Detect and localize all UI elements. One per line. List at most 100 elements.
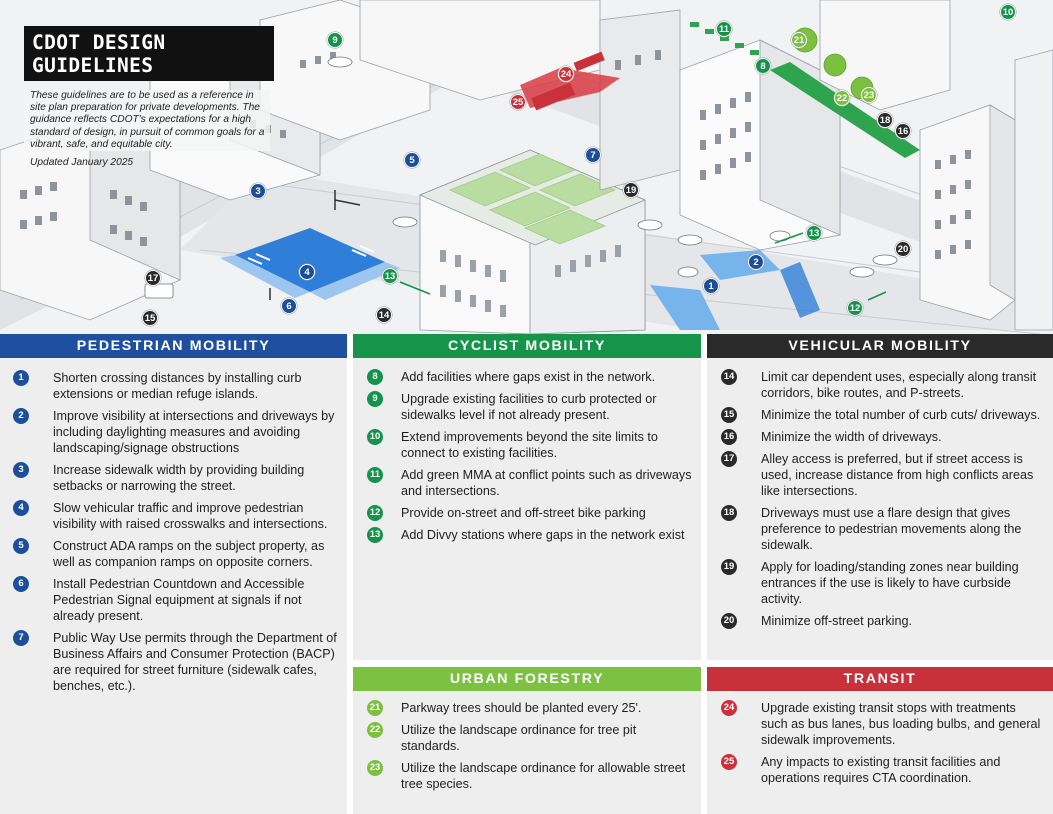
section-cyclist-mobility: CYCLIST MOBILITY 8 Add facilities where g… [353,334,701,660]
item-text: Alley access is preferred, but if street… [761,452,1034,498]
number-badge: 13 [367,527,383,543]
marker-22: 22 [834,90,850,106]
item-text: Apply for loading/standing zones near bu… [761,560,1019,606]
marker-9: 9 [327,32,343,48]
parked-cars [144,56,898,299]
marker-14: 14 [376,307,392,323]
item-text: Minimize off-street parking. [761,614,912,628]
item-text: Limit car dependent uses, especially alo… [761,370,1037,400]
bike-parking [399,232,887,301]
section-urban-forestry: URBAN FORESTRY 21 Parkway trees should be… [353,667,701,814]
number-badge: 21 [367,700,383,716]
section-header-cyclist: CYCLIST MOBILITY [353,334,701,358]
isometric-city-drawing [0,0,1053,334]
cyclist-list: 8 Add facilities where gaps exist in the … [353,358,701,543]
marker-24: 24 [558,66,574,82]
item-text: Upgrade existing facilities to curb prot… [401,392,657,422]
list-item: 9 Upgrade existing facilities to curb pro… [353,391,693,423]
updated-date: Updated January 2025 [30,157,134,169]
item-text: Utilize the landscape ordinance for allo… [401,761,686,791]
building-top-center [359,0,841,251]
number-badge: 20 [721,613,737,629]
marker-7: 7 [585,147,601,163]
intro-text: These guidelines are to be used as a ref… [24,90,270,152]
number-badge: 9 [367,391,383,407]
number-badge: 8 [367,369,383,385]
item-text: Upgrade existing transit stops with trea… [761,701,1041,747]
title-block: CDOT DESIGN GUIDELINES These guidelines … [24,26,274,168]
section-header-pedestrian: PEDESTRIAN MOBILITY [0,334,347,358]
bike-lane-green [770,62,920,158]
marker-4: 4 [299,264,315,280]
number-badge: 3 [13,462,29,478]
number-badge: 25 [721,754,737,770]
marker-25: 25 [510,94,526,110]
marker-5: 5 [404,152,420,168]
buildings-right [819,0,1053,331]
number-badge: 5 [13,538,29,554]
item-text: Add green MMA at conflict points such as… [401,468,692,498]
item-text: Driveways must use a flare design that g… [761,506,1022,552]
marker-23: 23 [861,87,877,103]
marker-1: 1 [703,278,719,294]
list-item: 11 Add green MMA at conflict points such … [353,467,693,499]
item-text: Extend improvements beyond the site limi… [401,430,658,460]
number-badge: 11 [367,467,383,483]
list-item: 7 Public Way Use permits through the Depa… [0,630,337,694]
list-item: 17 Alley access is preferred, but if stre… [707,451,1043,499]
section-header-vehicular: VEHICULAR MOBILITY [707,334,1053,358]
marker-10: 10 [1000,4,1016,20]
item-text: Construct ADA ramps on the subject prope… [53,539,325,569]
number-badge: 1 [13,370,29,386]
number-badge: 22 [367,722,383,738]
number-badge: 18 [721,505,737,521]
number-badge: 4 [13,500,29,516]
list-item: 21 Parkway trees should be planted every … [353,700,693,716]
item-text: Utilize the landscape ordinance for tree… [401,723,637,753]
item-text: Add facilities where gaps exist in the n… [401,370,656,384]
list-item: 18 Driveways must use a flare design that… [707,505,1043,553]
section-header-urban-forestry: URBAN FORESTRY [353,667,701,691]
section-header-transit: TRANSIT [707,667,1053,691]
item-text: Public Way Use permits through the Depar… [53,631,337,693]
number-badge: 17 [721,451,737,467]
list-item: 5 Construct ADA ramps on the subject prop… [0,538,337,570]
marker-20: 20 [895,241,911,257]
item-text: Slow vehicular traffic and improve pedes… [53,501,328,531]
marker-21: 21 [791,32,807,48]
bus-shelter [573,51,605,72]
item-text: Any impacts to existing transit faciliti… [761,755,1001,785]
list-item: 8 Add facilities where gaps exist in the … [353,369,693,385]
list-item: 25 Any impacts to existing transit facili… [707,754,1043,786]
number-badge: 7 [13,630,29,646]
item-text: Add Divvy stations where gaps in the net… [401,528,685,542]
item-text: Parkway trees should be planted every 25… [401,701,642,715]
marker-18: 18 [877,112,893,128]
number-badge: 19 [721,559,737,575]
marker-15: 15 [142,310,158,326]
list-item: 6 Install Pedestrian Countdown and Access… [0,576,337,624]
page-title: CDOT DESIGN GUIDELINES [24,26,274,81]
marker-11: 11 [716,21,732,37]
number-badge: 12 [367,505,383,521]
list-item: 19 Apply for loading/standing zones near … [707,559,1043,607]
item-text: Improve visibility at intersections and … [53,409,335,455]
raised-intersection [235,228,385,292]
marker-6: 6 [281,298,297,314]
item-text: Install Pedestrian Countdown and Accessi… [53,577,305,623]
number-badge: 6 [13,576,29,592]
marker-12: 12 [847,300,863,316]
marker-17: 17 [145,270,161,286]
